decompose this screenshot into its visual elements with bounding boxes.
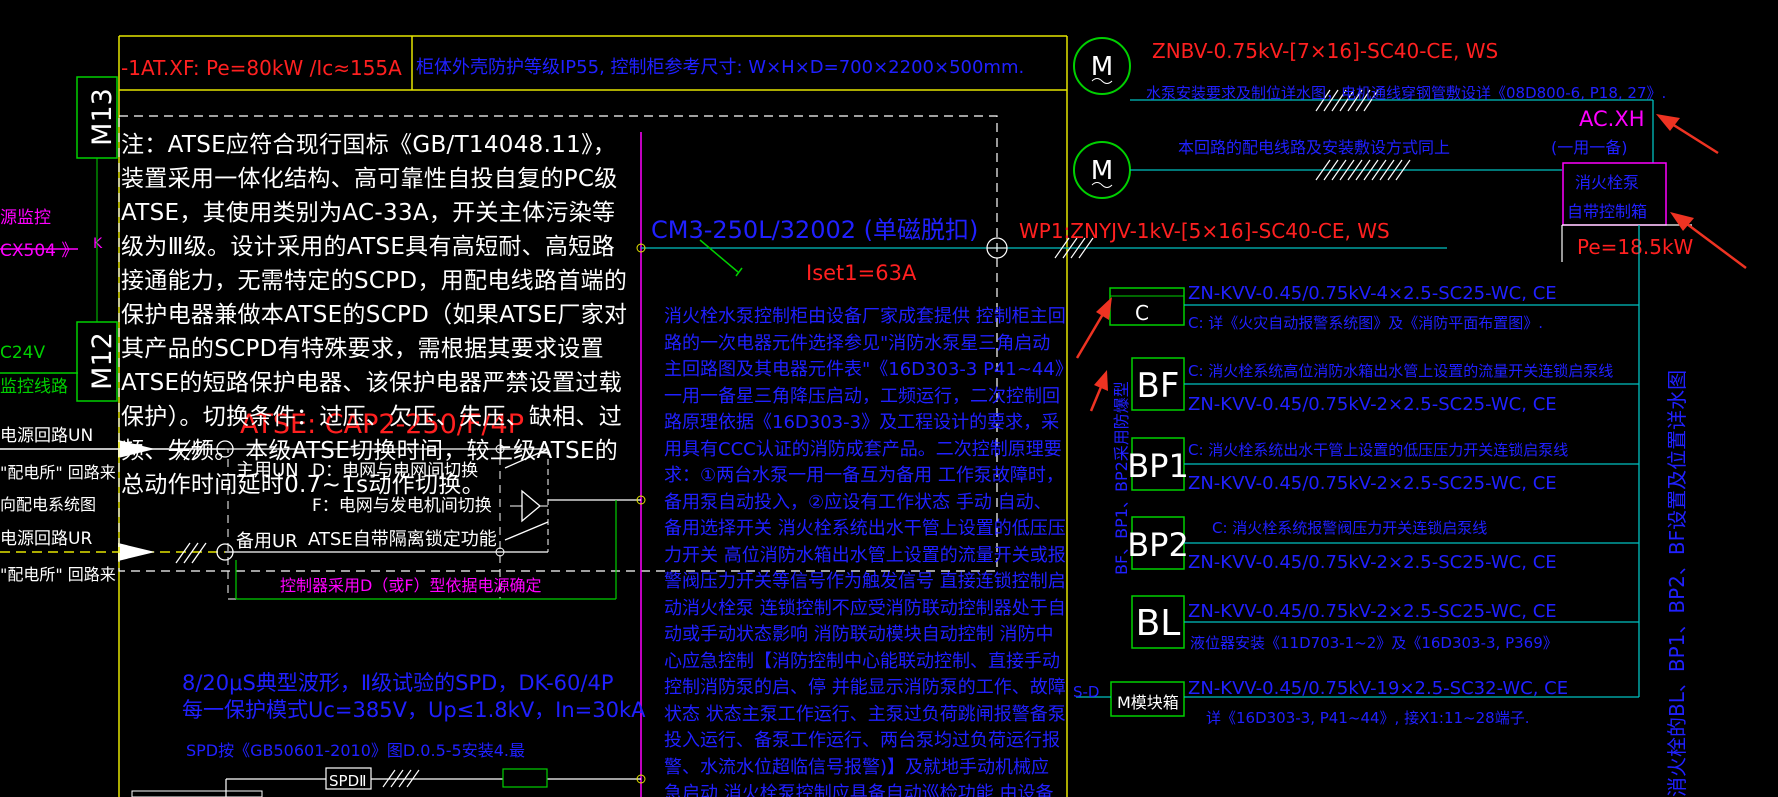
feeder-bp2-note: C: 消火栓系统报警阀压力开关连锁启泵线: [1212, 519, 1487, 537]
feeder-bp1-cable: ZN-KVV-0.45/0.75kV-2×2.5-SC25-WC, CE: [1188, 473, 1557, 494]
spd-ground-bar: [131, 790, 263, 797]
controller-note: 控制器采用D（或F）型依据电源确定: [280, 576, 542, 595]
atse-backup-label: 备用UR: [236, 531, 298, 552]
atse-note: 注：ATSE应符合现行国标《GB/T14048.11》，装置采用一体化结构、高可…: [121, 132, 628, 498]
feeder-bp2-cable: ZN-KVV-0.45/0.75kV-2×2.5-SC25-WC, CE: [1188, 552, 1557, 573]
spd-fuse: [502, 768, 548, 788]
left-incoming-supplies: 源监控 CX504 》 C24V 监控线路 电源回路UN "配电所" 回路来 向…: [0, 208, 225, 584]
motor-1-cable-ticks: [1315, 89, 1379, 112]
feeder-bp1-note: C: 消火栓系统出水干管上设置的低压压力开关连锁启泵线: [1188, 441, 1568, 459]
feeder-sd-label: S-D: [1073, 683, 1099, 701]
cabinet-header-spec: 柜体外壳防护等级IP55, 控制柜参考尺寸: W×H×D=700×2200×50…: [416, 57, 1024, 78]
feeder-bl-note: 液位器安装《11D703-1~2》及《16D303-3, P369》: [1190, 634, 1558, 652]
atse-model: ATSE: CAP2-250/F/4P: [240, 409, 524, 440]
box-name-1: 消火栓泵: [1575, 173, 1639, 192]
main-supply-cable-ticks: [175, 439, 207, 461]
feeder-bf-note: C: 消火栓系统高位消防水箱出水管上设置的流量开关连锁启泵线: [1188, 362, 1613, 380]
spd-box-label: SPDⅡ: [329, 772, 367, 790]
feeder-bp1-code: BP1: [1127, 447, 1189, 485]
main-cable-spec: WP1:ZNYJV-1kV-[5×16]-SC40-CE, WS: [1019, 219, 1390, 243]
svg-text:M: M: [1091, 52, 1113, 82]
label-power-monitor: 源监控: [0, 208, 51, 228]
pump-control-box: [1561, 162, 1692, 262]
feeder-c-code: C: [1135, 301, 1149, 325]
spd-line-2: 每一保护模式Uc=385V，Up≤1.8kV，In=30kA: [182, 698, 646, 722]
annotation-arrow-1: [1671, 122, 1719, 155]
annotation-arrows: [1075, 114, 1747, 412]
annotation-arrow-3: [1075, 313, 1105, 359]
main-breaker-branch: [636, 237, 1447, 277]
feeder-module-cable: ZN-KVV-0.45/0.75kV-19×2.5-SC32-WC, CE: [1188, 678, 1568, 699]
feeder-c-cable: ZN-KVV-0.45/0.75kV-4×2.5-SC25-WC, CE: [1188, 283, 1557, 304]
annotation-arrow-4: [1089, 386, 1103, 412]
module-m12: M12: [76, 321, 118, 402]
label-backup-supply: 电源回路UR: [0, 529, 92, 549]
label-system-diagram: 向配电系统图: [0, 495, 96, 514]
breaker-model: CM3-250L/32002 (单磁脱扣): [651, 216, 978, 244]
spd-branch: 8/20μS典型波形，Ⅱ级试验的SPD，DK-60/4P 每一保护模式Uc=38…: [131, 671, 646, 797]
pump-control-note: 消火栓水泵控制柜由设备厂家成套提供 控制柜主回路的一次电器元件选择参见"消防水泵…: [664, 306, 1066, 797]
box-qty: (一用一备): [1551, 138, 1628, 157]
backup-supply-cable-ticks: [175, 542, 207, 564]
ground-k-mark: K: [93, 236, 103, 252]
module-m13: M13: [76, 76, 118, 159]
main-supply-arrow: [118, 440, 155, 458]
motor-1-note: 水泵安装要求及制位详水图，电机通线穿钢管敷设详《08D800-6, P18, 2…: [1146, 84, 1666, 102]
vertical-note-left: BF、BP1、BP2采用防爆型: [1112, 381, 1131, 575]
label-distribution-2: "配电所" 回路来: [0, 565, 116, 584]
backup-input-terminal: [216, 543, 234, 561]
label-monitor-line: 监控线路: [0, 377, 68, 397]
feeder-bf-code: BF: [1137, 366, 1180, 406]
spd-install-note: SPD按《GB50601-2010》图D.0.5-5安装4.最: [186, 741, 525, 760]
motor-2-note: 本回路的配电线路及安装敷设方式同上: [1178, 138, 1450, 157]
spd-cable-ticks: [382, 769, 420, 788]
feeder-c-note: C: 详《火灾自动报警系统图》及《消防平面布置图》.: [1188, 314, 1543, 332]
cabinet-frame: [118, 35, 1068, 797]
motor-2-cable-ticks: [1315, 159, 1411, 181]
label-main-supply: 电源回路UN: [0, 426, 93, 446]
feeder-bl-cable: ZN-KVV-0.45/0.75kV-2×2.5-SC25-WC, CE: [1188, 601, 1557, 622]
breaker-contact: [699, 239, 739, 273]
annotation-arrow-2: [1686, 222, 1747, 270]
spd-line-1: 8/20μS典型波形，Ⅱ级试验的SPD，DK-60/4P: [182, 671, 613, 695]
atse-mode-d: D：电网与电网间切换: [312, 461, 478, 481]
atse-switch-symbol: [216, 440, 646, 600]
control-feeders: [1076, 225, 1640, 717]
feeder-module-box: [1110, 681, 1185, 717]
box-power: Pe=18.5kW: [1577, 235, 1694, 259]
motor-2: M: [1073, 141, 1562, 199]
atse-lock: ATSE自带隔离锁定功能: [308, 529, 497, 550]
motor-1-circle: [1073, 37, 1131, 95]
motor-1-cable: ZNBV-0.75kV-[7×16]-SC40-CE, WS: [1152, 39, 1498, 63]
label-distribution-1: "配电所" 回路来: [0, 463, 116, 482]
label-cx504: CX504 》: [0, 241, 78, 261]
feeder-module-label: M模块箱: [1117, 693, 1179, 712]
box-name-2: 自带控制箱: [1567, 202, 1647, 221]
svg-text:M: M: [1091, 156, 1113, 186]
main-cable-ticks: [1054, 237, 1094, 259]
spd-box: [325, 767, 372, 790]
feeder-bf-cable: ZN-KVV-0.45/0.75kV-2×2.5-SC25-WC, CE: [1188, 394, 1557, 415]
motor-1: M: [1073, 37, 1654, 163]
vertical-note-right: 消火栓的BL、BP1、BP2、BF设置及位置详水图: [1665, 370, 1689, 797]
feeder-bp2-code: BP2: [1127, 526, 1189, 564]
cabinet-header-load: -1AT.XF: Pe=80kW /Ic≈155A: [121, 56, 402, 80]
label-24v: C24V: [0, 343, 46, 363]
box-code: AC.XH: [1579, 107, 1645, 131]
module-m12-label: M12: [87, 332, 118, 390]
atse-main-label: 主用UN: [236, 460, 299, 481]
module-m13-label: M13: [87, 88, 118, 146]
feeder-module-note: 详《16D303-3, P41~44》, 接X1:11~28端子.: [1206, 709, 1529, 727]
atse-mode-f: F：电网与发电机间切换: [312, 496, 492, 516]
breaker-setting: Iset1=63A: [806, 261, 917, 285]
backup-supply-arrow: [118, 543, 155, 561]
atse-dashed-enclosure: [118, 115, 998, 572]
feeder-bl-code: BL: [1136, 603, 1181, 644]
